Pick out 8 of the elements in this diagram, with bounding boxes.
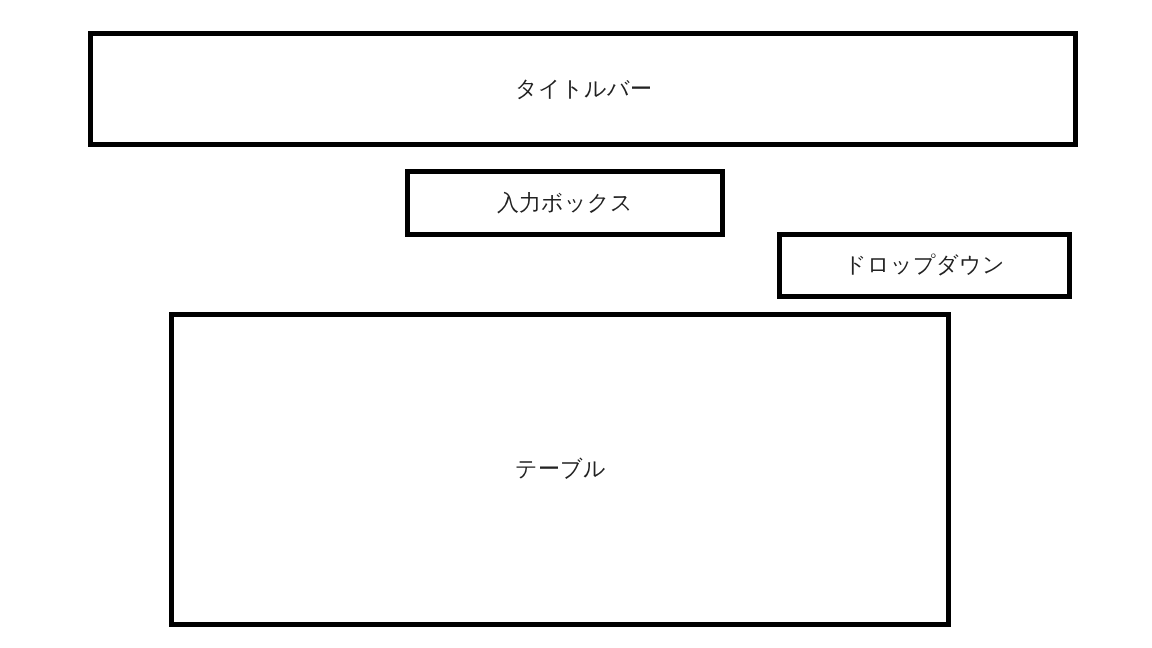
- box-label: ドロップダウン: [844, 252, 1005, 279]
- box-label: 入力ボックス: [497, 189, 633, 217]
- wireframe-box: [169, 312, 951, 627]
- wireframe-box: [405, 169, 725, 237]
- wireframe-box: [777, 232, 1072, 299]
- wireframe-box: [88, 31, 1078, 147]
- box-label: タイトルバー: [514, 75, 652, 103]
- box-label: テーブル: [514, 456, 606, 483]
